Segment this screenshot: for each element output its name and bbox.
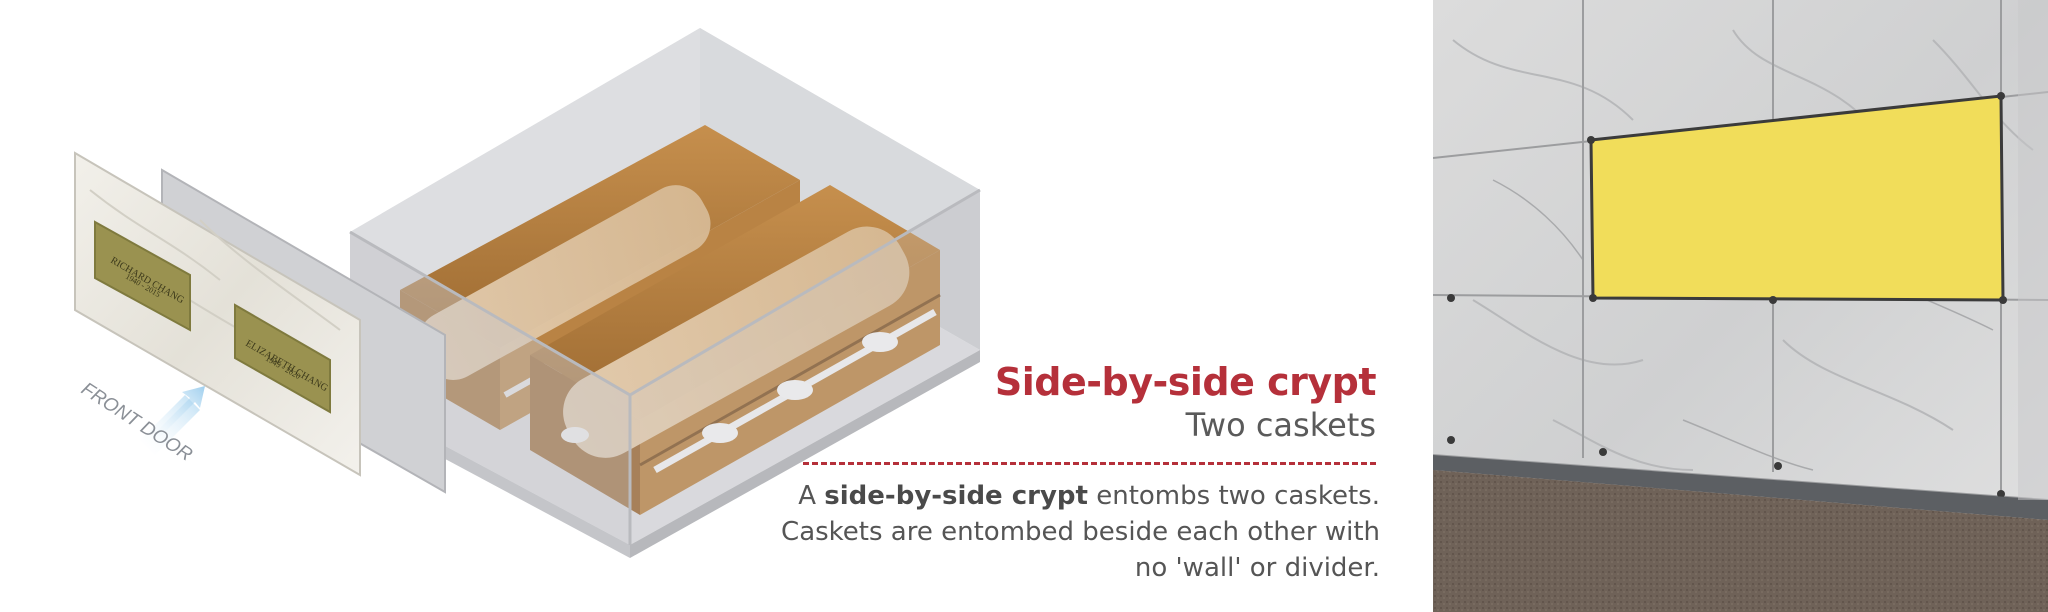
description-line-1: A side-by-side crypt entombs two caskets… [760,478,1380,514]
diagram-subtitle: Two caskets [1185,406,1376,444]
dashed-divider [803,462,1376,465]
front-door-arrow-icon [140,386,205,455]
marble-front-door: RICHARD CHANG 1940 - 2015 ELIZABETH CHAN… [74,151,361,477]
crypt-box-front [349,188,981,545]
description-pre: A [798,481,825,511]
crypt-illustration: RICHARD CHANG 1940 - 2015 ELIZABETH CHAN… [74,28,981,558]
diagram-title: Side-by-side crypt [994,360,1377,404]
front-casket [530,185,941,515]
description-bold: side-by-side crypt [824,481,1088,511]
description-post: entombs two caskets. [1087,481,1380,511]
description-line-3: no 'wall' or divider. [1134,553,1380,583]
description-line-2: Caskets are entombed beside each other w… [781,517,1380,547]
description: A side-by-side crypt entombs two caskets… [760,478,1380,586]
crypt-wall-photo [1433,0,2048,612]
